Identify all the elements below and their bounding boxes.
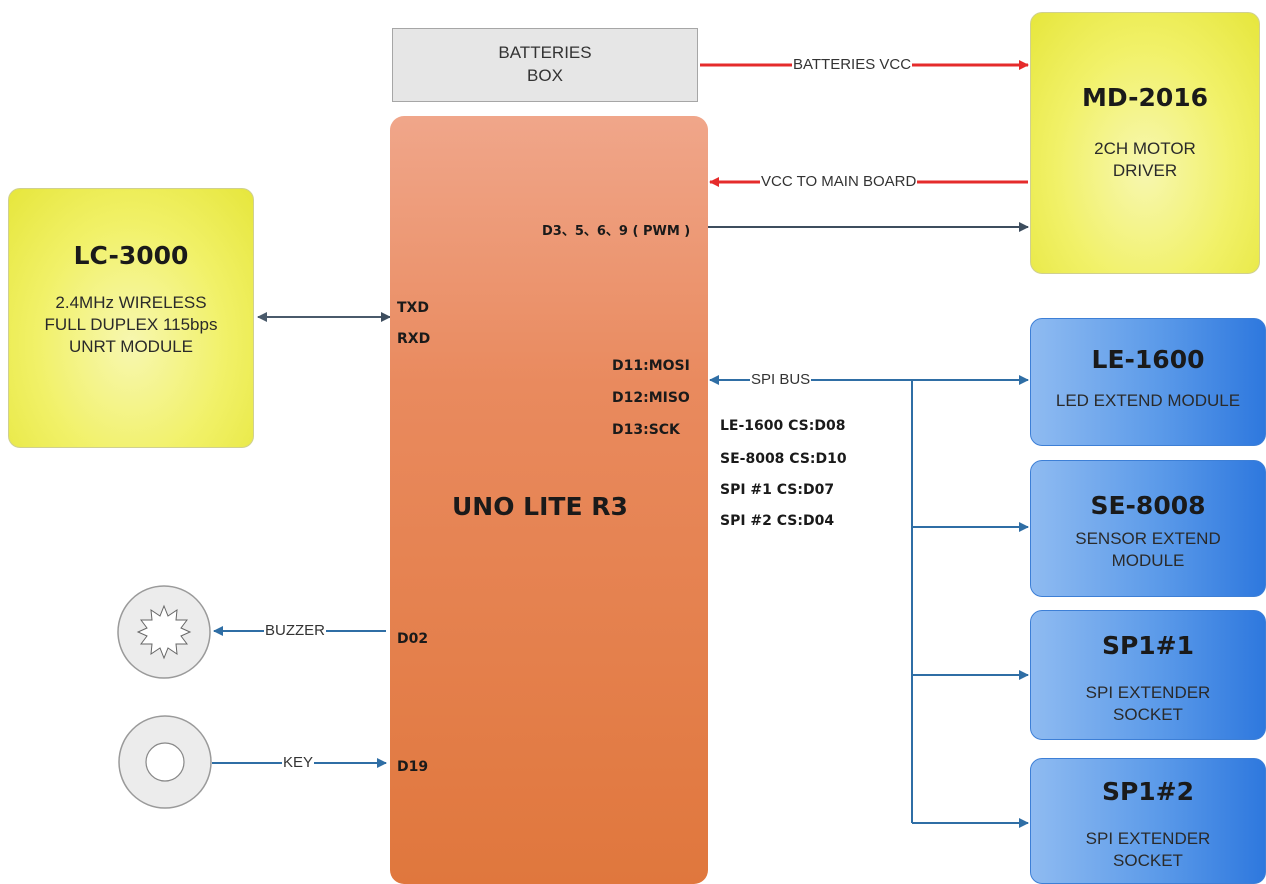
le1600-module: LE-1600 LED EXTEND MODULE — [1030, 318, 1266, 446]
le1600-title: LE-1600 — [1091, 345, 1205, 374]
sp1-title: SP1#1 — [1101, 631, 1195, 660]
batteries-box: BATTERIES BOX — [392, 28, 698, 102]
key-button-icon — [118, 715, 212, 809]
se8008-module: SE-8008 SENSOR EXTEND MODULE — [1030, 460, 1266, 597]
pin-mosi: D11:MOSI — [612, 358, 690, 374]
md2016-title: MD-2016 — [1081, 83, 1209, 112]
lc3000-line2: FULL DUPLEX 115bps — [44, 315, 218, 335]
label-key: KEY — [282, 754, 315, 772]
batteries-box-line2: BOX — [527, 66, 563, 85]
buzzer-icon — [117, 585, 211, 679]
pin-txd: TXD — [397, 300, 429, 316]
sp1-line1: SPI EXTENDER — [1085, 683, 1211, 702]
sp2-line1: SPI EXTENDER — [1085, 829, 1211, 848]
sp2-module: SP1#2 SPI EXTENDER SOCKET — [1030, 758, 1266, 884]
sp1-description: SPI EXTENDER SOCKET — [1086, 682, 1211, 726]
se8008-line2: MODULE — [1111, 551, 1185, 571]
sp2-description: SPI EXTENDER SOCKET — [1086, 828, 1211, 872]
uno-lite-title: UNO LITE R3 — [452, 492, 628, 521]
cs-se8008: SE-8008 CS:D10 — [720, 451, 847, 467]
lc3000-module: LC-3000 2.4MHz WIRELESS FULL DUPLEX 115b… — [8, 188, 254, 448]
pin-key: D19 — [397, 759, 429, 775]
sp2-title: SP1#2 — [1101, 777, 1195, 806]
le1600-line1: LED EXTEND MODULE — [1055, 391, 1241, 410]
pin-sck: D13:SCK — [612, 422, 680, 438]
cs-spi2: SPI #2 CS:D04 — [720, 513, 835, 529]
le1600-description: LED EXTEND MODULE — [1056, 390, 1240, 412]
cs-spi1: SPI #1 CS:D07 — [720, 482, 835, 498]
lc3000-description: 2.4MHz WIRELESS FULL DUPLEX 115bps UNRT … — [45, 292, 218, 358]
pin-pwm: D3、5、6、9 ( PWM ) — [542, 224, 691, 239]
pin-rxd: RXD — [397, 331, 431, 347]
pin-miso: D12:MISO — [612, 390, 690, 406]
lc3000-line3: UNRT MODULE — [68, 337, 194, 357]
label-buzzer: BUZZER — [264, 622, 326, 640]
md2016-line2: DRIVER — [1112, 161, 1178, 181]
sp1-line2: SOCKET — [1113, 705, 1183, 725]
se8008-description: SENSOR EXTEND MODULE — [1075, 528, 1220, 572]
uno-lite-board — [390, 116, 708, 884]
pin-buzzer: D02 — [397, 631, 429, 647]
batteries-box-line1: BATTERIES — [498, 43, 592, 63]
cs-le1600: LE-1600 CS:D08 — [720, 418, 846, 434]
lc3000-line1: 2.4MHz WIRELESS — [55, 293, 207, 312]
label-batteries-vcc: BATTERIES VCC — [792, 56, 913, 74]
md2016-module: MD-2016 2CH MOTOR DRIVER — [1030, 12, 1260, 274]
md2016-description: 2CH MOTOR DRIVER — [1094, 138, 1196, 182]
md2016-line1: 2CH MOTOR — [1094, 139, 1196, 158]
label-spi-bus: SPI BUS — [750, 371, 812, 389]
sp1-module: SP1#1 SPI EXTENDER SOCKET — [1030, 610, 1266, 740]
label-vcc-main-board: VCC TO MAIN BOARD — [760, 173, 918, 191]
sp2-line2: SOCKET — [1113, 851, 1183, 871]
lc3000-title: LC-3000 — [73, 241, 189, 270]
se8008-line1: SENSOR EXTEND — [1075, 529, 1221, 548]
se8008-title: SE-8008 — [1090, 491, 1206, 520]
